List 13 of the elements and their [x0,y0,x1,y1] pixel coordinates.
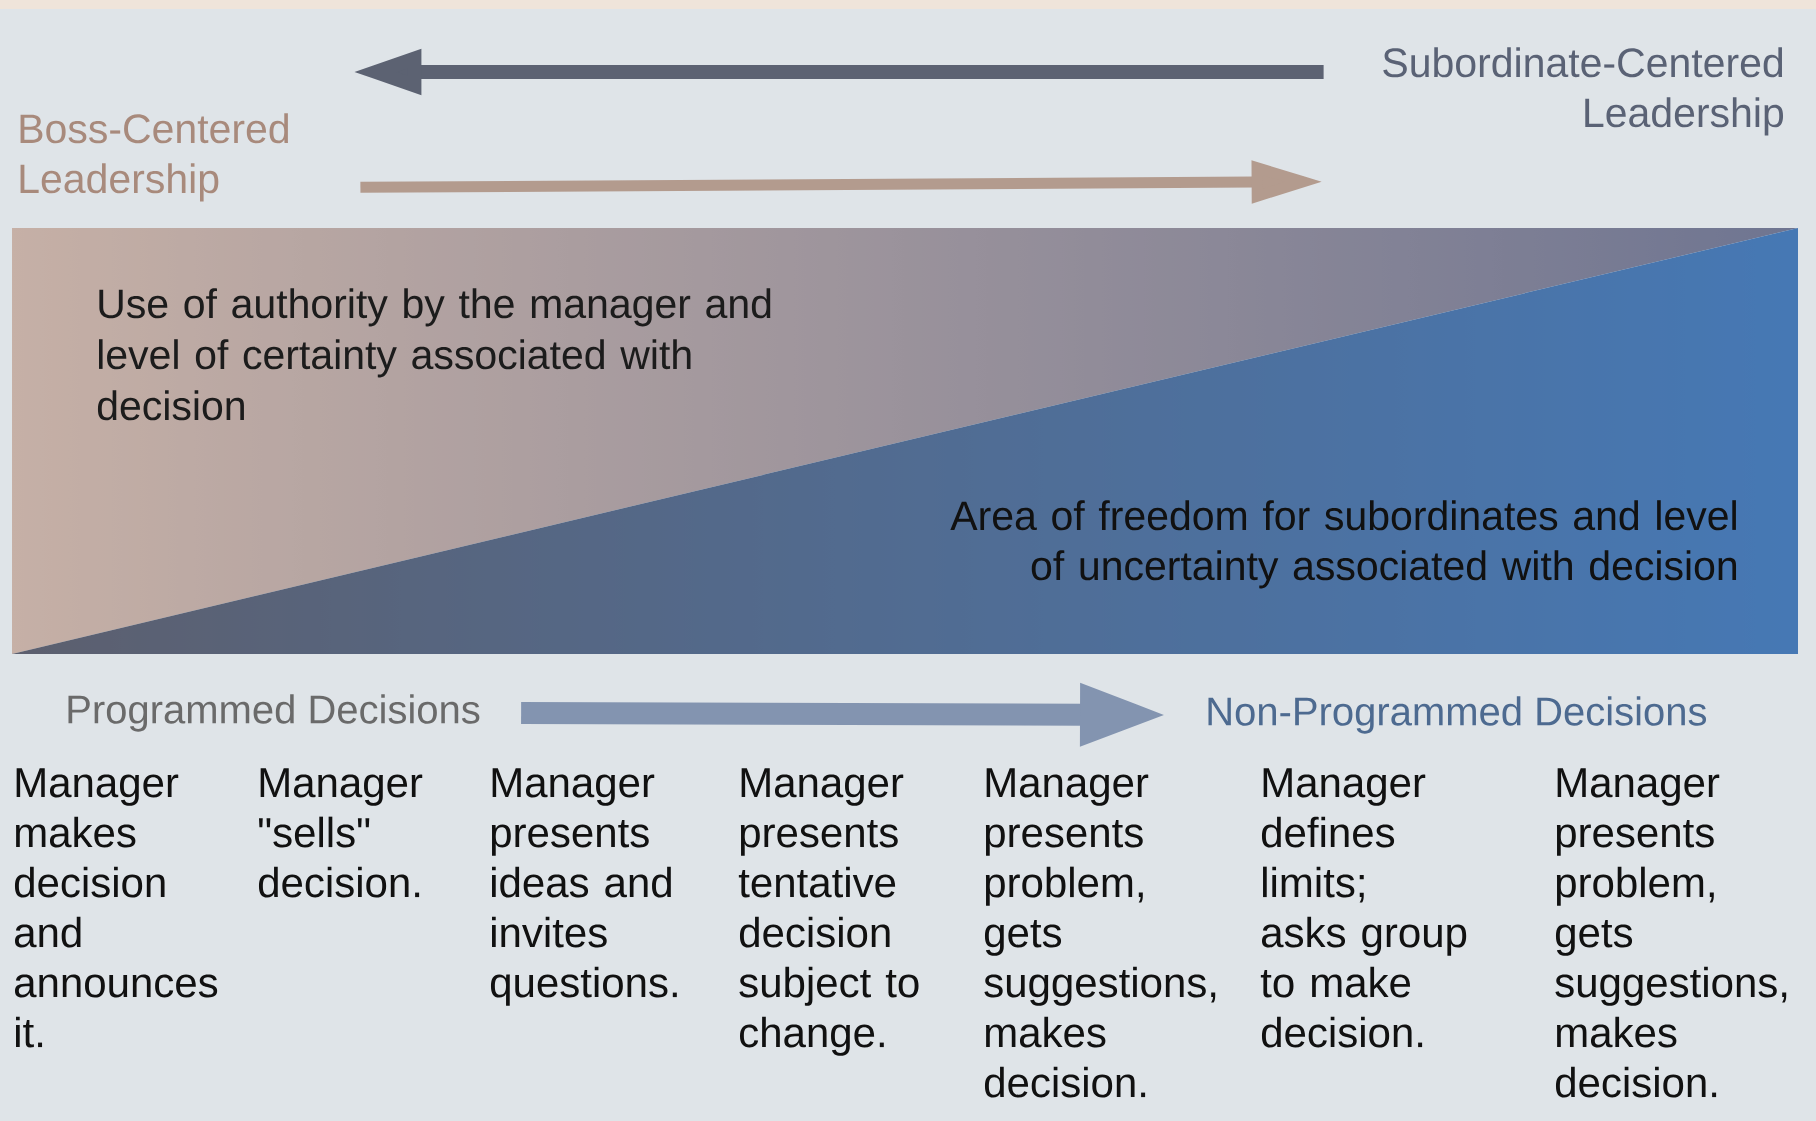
column-text: Manager presents ideas and invites questions. [490,768,677,1006]
column-text: Manager "sells" decision. [258,768,423,898]
column-text: Manager makes decision and announces it. [14,768,218,1048]
heading-text: Boss-Centered Leadership [20,113,288,202]
region-text: Use of authority by the manager and level of certainty associated with decision [97,288,771,421]
region-text: Area of freedom for subordinates and level of uncertainty associated with decision [950,500,1736,589]
heading-text: Programmed Decisions [68,694,480,732]
column-text: Manager defines limits; asks group to make decision. [1260,768,1467,1048]
heading-text: Subordinate-Centered Leadership [1383,47,1784,136]
column-text: Manager presents tentative decision subject to change. [738,768,919,1056]
column-text: Manager presents problem, gets suggestions, makes decision. [984,768,1216,1098]
heading-text: Non-Programmed Decisions [1208,696,1707,734]
column-text: Manager presents problem, gets suggestions, makes decision. [1555,768,1787,1098]
